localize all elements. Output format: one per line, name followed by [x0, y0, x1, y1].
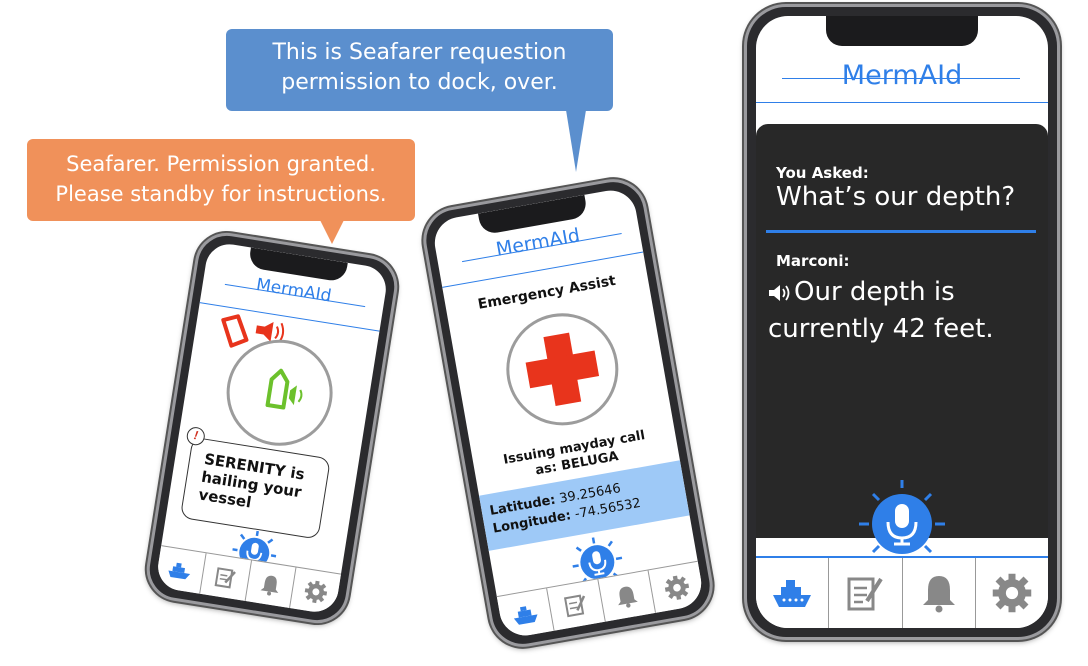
ship-icon — [513, 605, 538, 625]
tab-vessel[interactable] — [497, 588, 554, 639]
bell-icon — [260, 575, 279, 596]
harbor-speech-line-1: Seafarer. Permission granted. — [66, 152, 376, 176]
conversation-divider — [766, 230, 1036, 233]
ship-speech-bubble: This is Seafarer requestion permission t… — [226, 29, 613, 111]
hail-notification[interactable]: SERENITY is hailing your vessel — [179, 436, 331, 540]
phone-emergency: MermAId Emergency Assist Issuing mayday … — [417, 173, 719, 653]
answer-text: Our depth is currently 42 feet. — [768, 277, 994, 344]
microphone-button[interactable] — [857, 478, 947, 554]
ship-speech-line-1: This is Seafarer requestion — [272, 40, 567, 65]
tab-vessel[interactable] — [155, 546, 206, 593]
emergency-button[interactable] — [497, 304, 628, 435]
logbook-icon — [564, 593, 586, 617]
bell-icon — [617, 586, 638, 608]
tab-logbook[interactable] — [546, 579, 605, 631]
tab-alerts[interactable] — [244, 560, 296, 608]
ship-speech-line-2: permission to dock, over. — [281, 70, 558, 95]
tab-settings[interactable] — [974, 558, 1048, 628]
harbor-speech-bubble: Seafarer. Permission granted. Please sta… — [27, 139, 415, 221]
phone-assistant-screen: MermAId You Asked: What’s our depth? Mar… — [756, 16, 1048, 628]
tab-bar — [756, 556, 1048, 628]
vessel-icon — [265, 368, 303, 410]
ship-icon — [773, 580, 812, 607]
tab-logbook[interactable] — [828, 558, 901, 628]
logbook-icon — [214, 566, 237, 588]
header-divider — [756, 102, 1048, 103]
tab-vessel[interactable] — [756, 558, 828, 628]
tab-settings[interactable] — [647, 561, 706, 613]
tab-bar — [496, 560, 706, 640]
harbor-speech-line-2: Please standby for instructions. — [55, 182, 387, 206]
gear-icon — [992, 573, 1032, 613]
emergency-title: Emergency Assist — [476, 272, 617, 313]
phone-notch — [826, 16, 978, 46]
ship-speech-tail — [566, 110, 586, 172]
gear-icon — [664, 575, 689, 600]
phone-hailing: MermAId SERENITY is hailing your vessel … — [142, 228, 402, 628]
phone-emergency-screen: MermAId Emergency Assist Issuing mayday … — [430, 186, 706, 640]
radar-circle[interactable] — [218, 332, 341, 454]
phone-hailing-screen: MermAId SERENITY is hailing your vessel … — [154, 240, 390, 616]
answer-block: Our depth is currently 42 feet. — [768, 274, 1028, 348]
tab-logbook[interactable] — [198, 553, 251, 601]
question-text: What’s our depth? — [776, 182, 1016, 212]
you-asked-label: You Asked: — [776, 164, 869, 182]
ship-icon — [168, 562, 191, 579]
tab-alerts[interactable] — [596, 570, 655, 622]
app-logo: MermAId — [841, 60, 963, 91]
logbook-icon — [847, 577, 884, 611]
red-cross-icon — [525, 332, 600, 407]
conversation-panel: You Asked: What’s our depth? Marconi: Ou… — [756, 124, 1048, 538]
tab-settings[interactable] — [289, 567, 341, 616]
tab-alerts[interactable] — [901, 558, 975, 628]
speaker-icon[interactable] — [768, 284, 790, 302]
gear-icon — [304, 580, 327, 603]
responder-label: Marconi: — [776, 252, 850, 270]
phone-assistant: MermAId You Asked: What’s our depth? Mar… — [744, 4, 1060, 640]
bell-icon — [922, 576, 955, 613]
logo-underline — [782, 78, 1020, 79]
tab-bar — [154, 545, 342, 616]
harbor-speech-tail — [320, 220, 344, 244]
